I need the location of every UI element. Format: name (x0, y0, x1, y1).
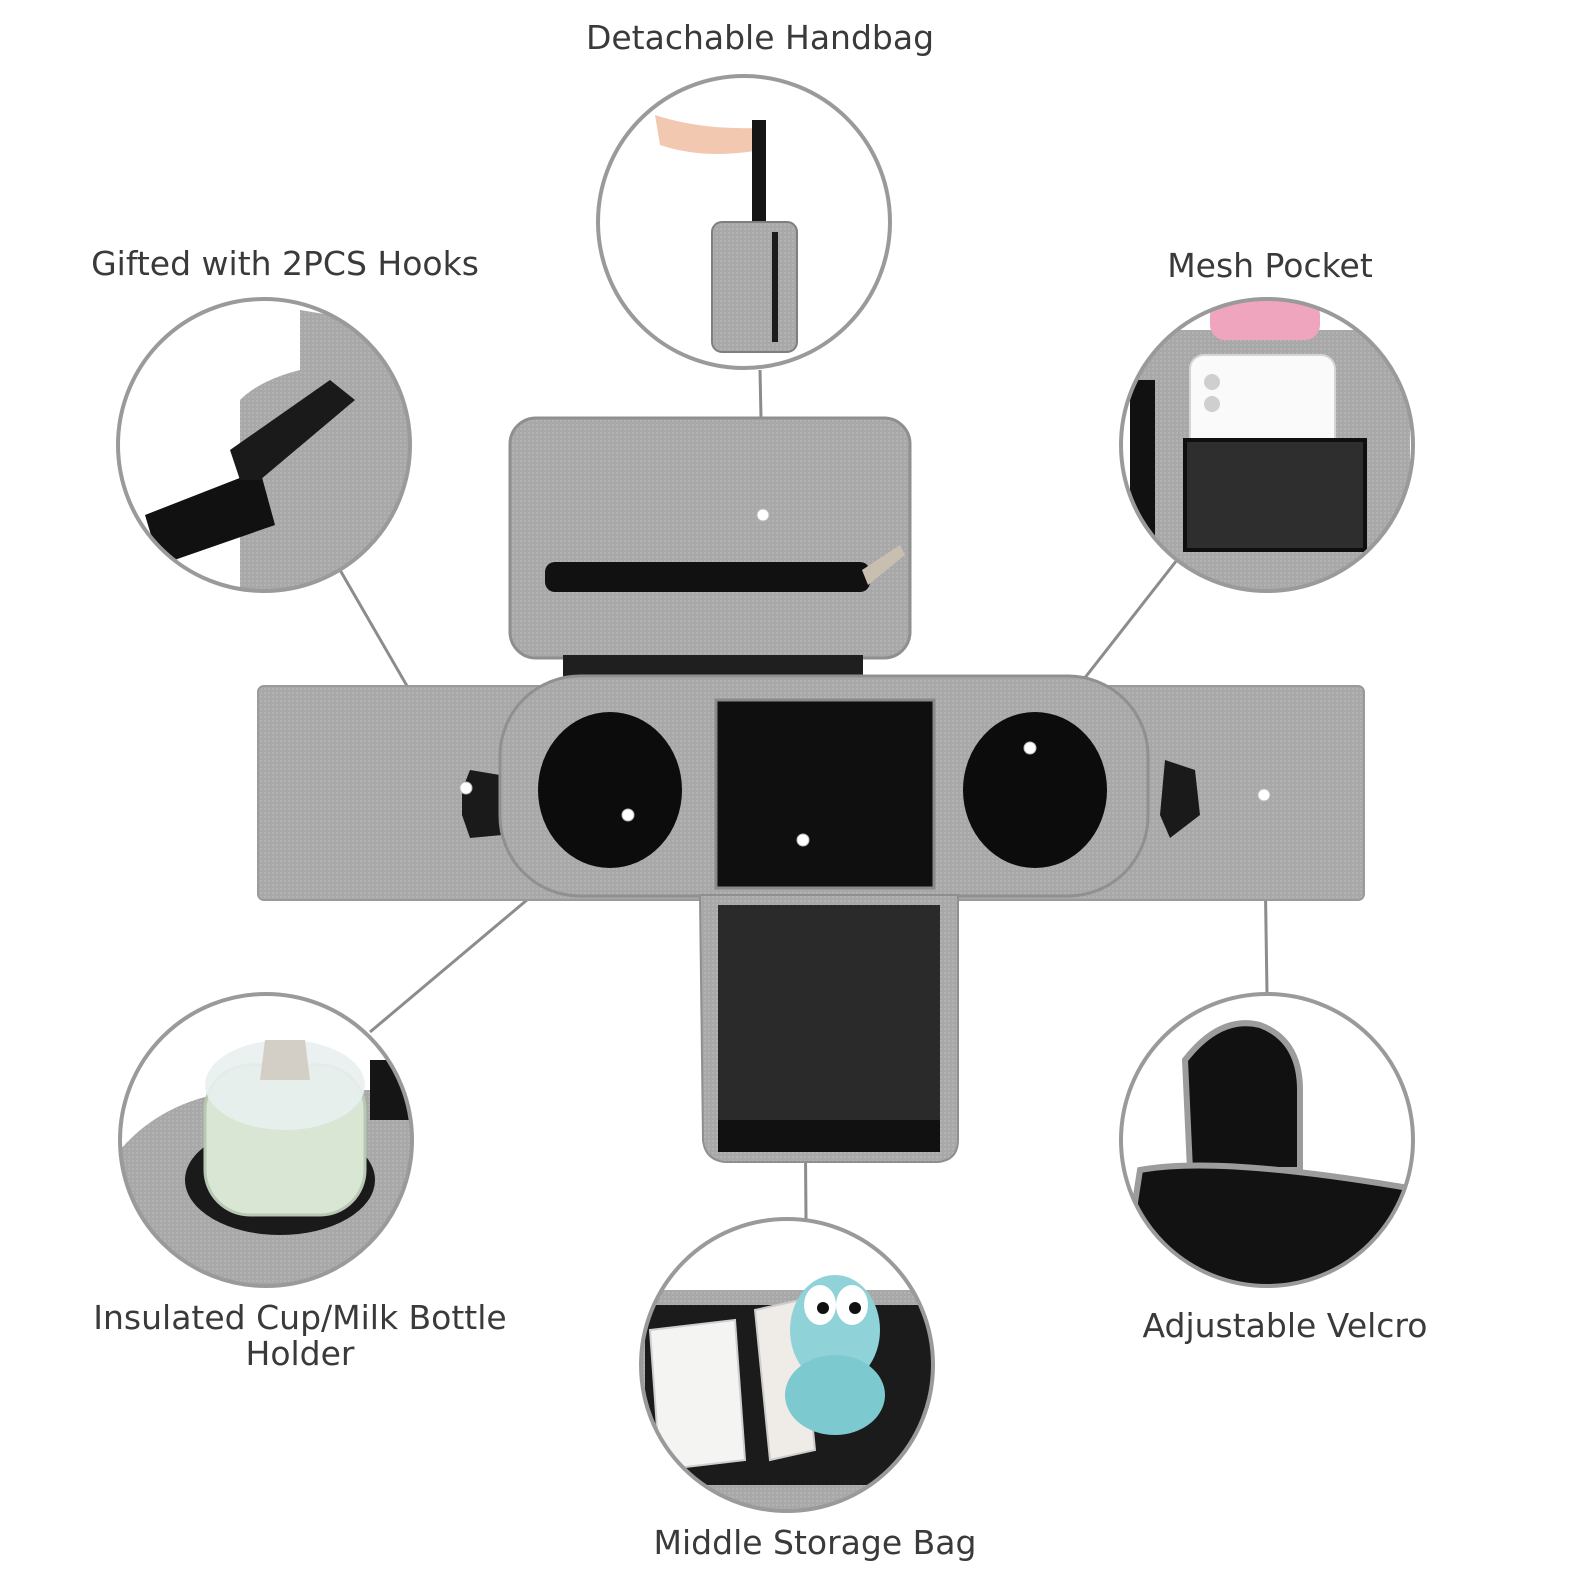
callout-dots (459, 508, 1271, 847)
detail-circle-velcro (1119, 992, 1415, 1288)
label-cup-holder: Insulated Cup/Milk Bottle Holder (93, 1298, 507, 1373)
label-detachable-handbag: Detachable Handbag (585, 18, 935, 57)
detail-circle-middle (639, 1217, 935, 1513)
label-hooks: Gifted with 2PCS Hooks (91, 244, 479, 283)
label-middle-storage-bag: Middle Storage Bag (653, 1523, 977, 1562)
label-mesh-pocket: Mesh Pocket (1167, 246, 1373, 285)
stroller-organizer (257, 416, 1365, 1163)
detail-circle-cup (118, 992, 414, 1288)
label-adjustable-velcro: Adjustable Velcro (1142, 1306, 1428, 1345)
detail-circle-hooks (116, 297, 412, 593)
detail-circle-handbag (596, 74, 892, 370)
detail-circle-mesh (1119, 297, 1415, 593)
